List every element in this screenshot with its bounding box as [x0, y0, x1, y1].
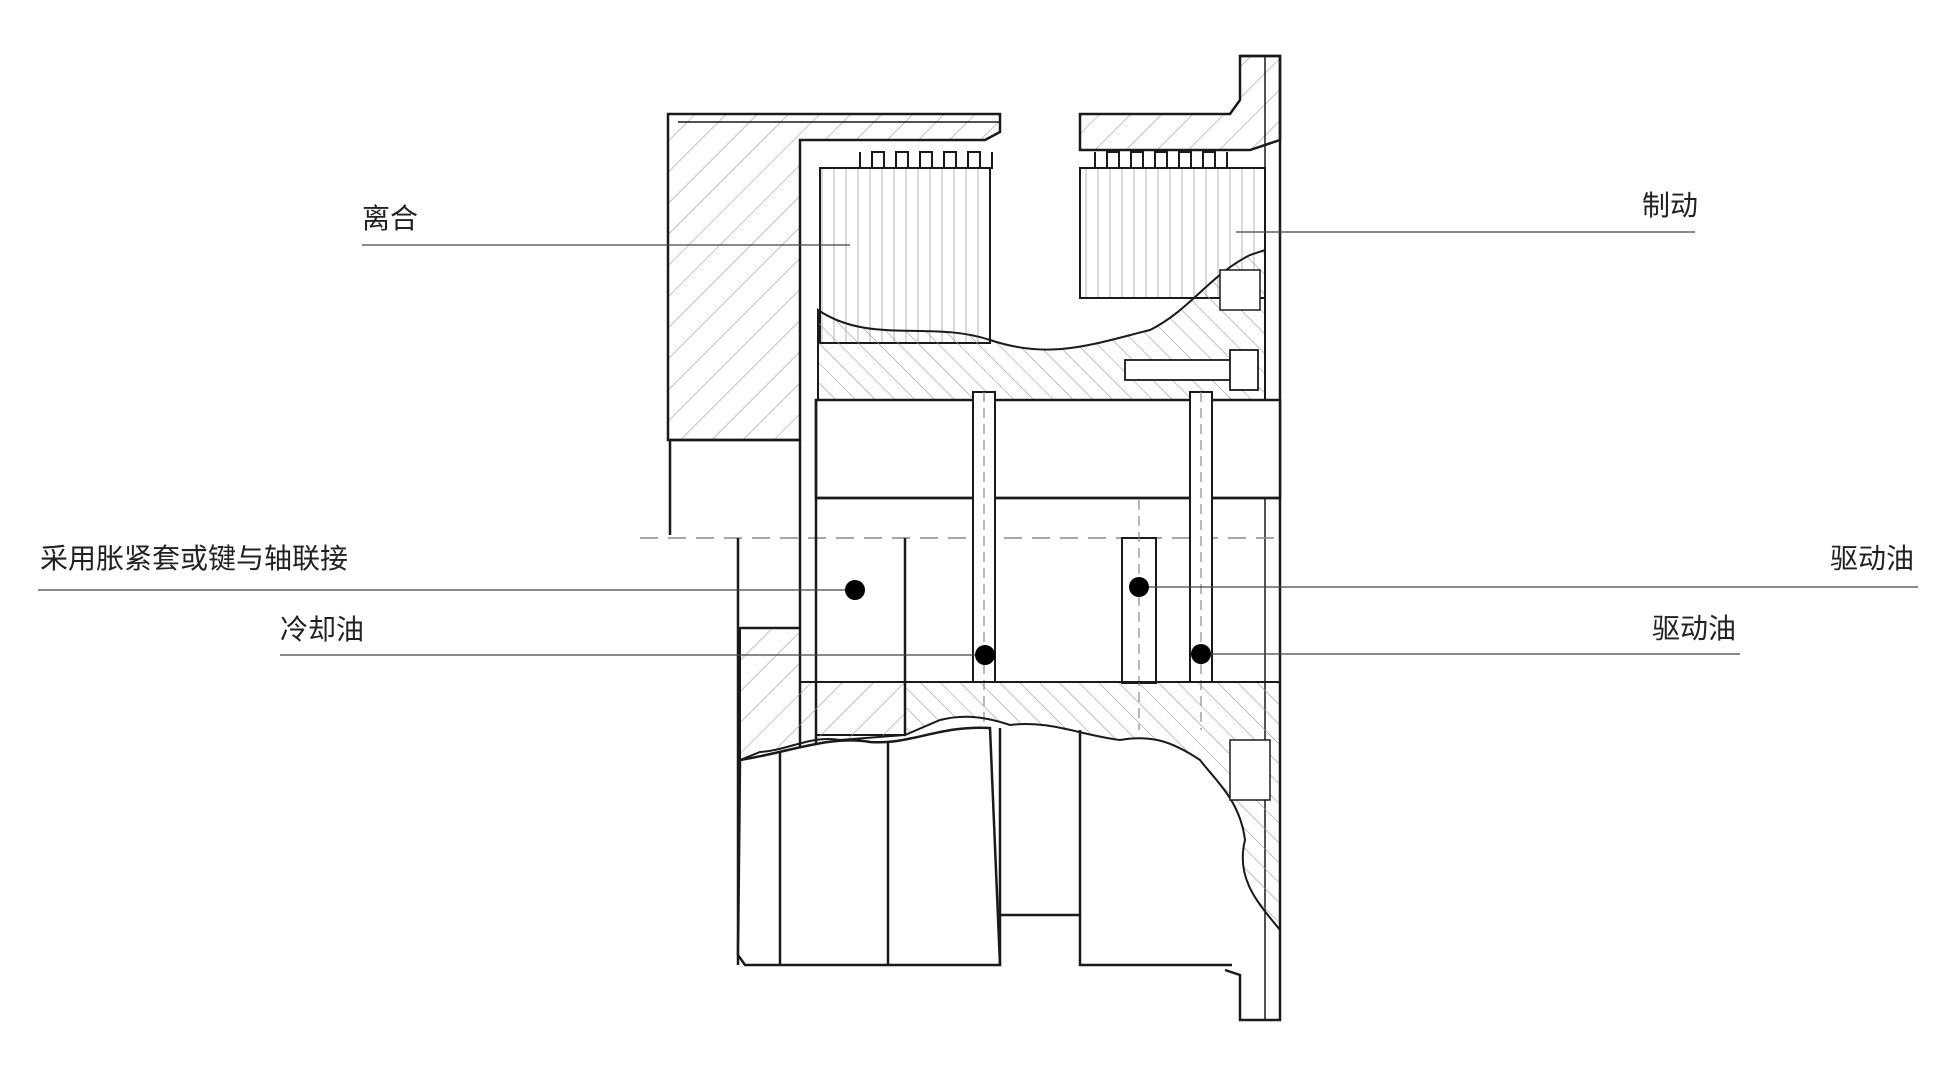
- clutch-teeth: [859, 151, 993, 169]
- callout-dots: [845, 577, 1211, 665]
- brake-teeth: [1094, 151, 1228, 169]
- drive-oil-dot-1: [1129, 577, 1149, 597]
- label-connection: 采用胀紧套或键与轴联接: [40, 542, 349, 575]
- label-drive-oil-2: 驱动油: [1652, 612, 1737, 645]
- hub-bottom: [739, 627, 1281, 933]
- cooling-oil-dot: [975, 645, 995, 665]
- hub-top: [817, 248, 1266, 401]
- leader-lines: [38, 231, 1918, 656]
- label-drive-oil-1: 驱动油: [1830, 542, 1915, 575]
- clutch-plate-pack: [819, 167, 991, 344]
- label-clutch: 离合: [362, 202, 419, 235]
- drive-oil-dot-2: [1191, 644, 1211, 664]
- connection-dot: [845, 580, 865, 600]
- lower-shaft: [736, 726, 1232, 967]
- label-cooling-oil: 冷却油: [280, 613, 365, 646]
- label-brake: 制动: [1642, 189, 1699, 222]
